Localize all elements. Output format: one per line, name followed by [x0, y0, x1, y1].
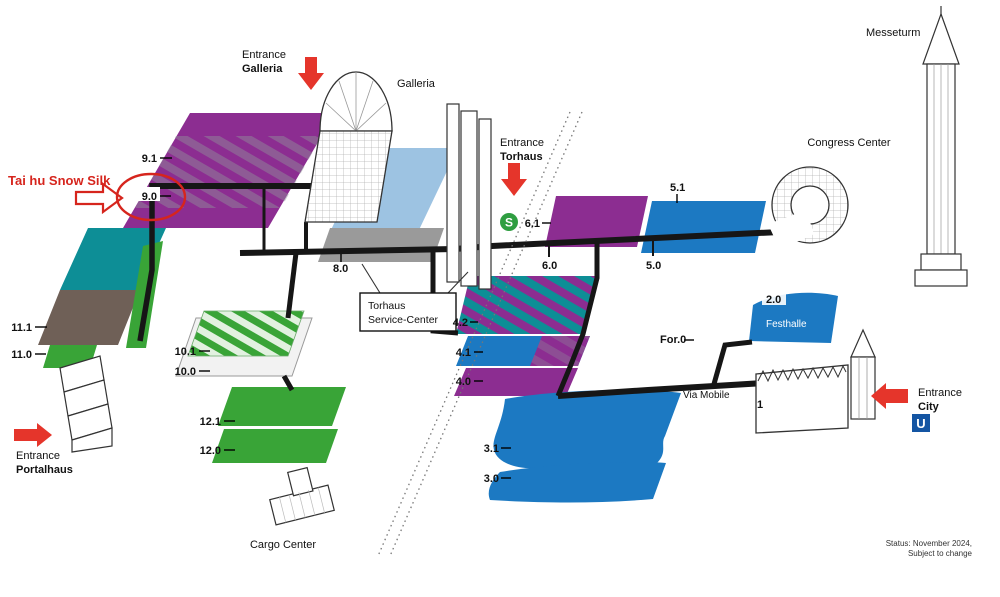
s-bahn-icon-letter: S [505, 216, 513, 230]
u-bahn-icon-letter: U [916, 416, 925, 431]
messeturm-building [914, 6, 968, 287]
galleria-label: Galleria [397, 78, 436, 90]
service-center-leader-left [361, 263, 381, 294]
exhibitor-annotation-text: Tai hu Snow Silk [8, 173, 111, 188]
hall-4-0-shape [454, 368, 578, 396]
annotation-arrow-icon [74, 181, 124, 215]
congress-center-building [768, 166, 849, 250]
hall-6-1-shape [545, 196, 648, 247]
entrance-torhaus-prefix: Entrance [500, 137, 544, 149]
hall-3-0-shape [488, 462, 666, 503]
hall-12-1-shape [218, 387, 346, 426]
portalhaus-building [59, 355, 113, 453]
hall-12-1-label: 12.1 [200, 416, 221, 428]
hall-1-building [755, 364, 849, 434]
entrance-portalhaus-arrow-icon [14, 423, 52, 447]
hall-9-hatch [135, 136, 322, 208]
hall-11-0-label: 11.0 [11, 349, 32, 361]
cargo-center-building [269, 466, 335, 526]
forum-label: For.0 [660, 334, 686, 346]
hall-5-0-label: 5.0 [646, 260, 661, 272]
cargo-center-label: Cargo Center [250, 539, 316, 551]
entrance-city-prefix: Entrance [918, 387, 962, 399]
entrance-city-name: City [918, 401, 940, 413]
hall-8-0-label: 8.0 [333, 263, 348, 275]
hall-1-label: 1 [757, 399, 763, 411]
festhalle-shape [749, 292, 838, 343]
label-backing-9-1 [134, 149, 160, 163]
messeturm-label: Messeturm [866, 27, 920, 39]
status-note-line1: Status: November 2024, [886, 539, 972, 548]
annotation-highlight-ellipse [115, 172, 187, 222]
entrance-galleria-name: Galleria [242, 63, 283, 75]
s-bahn-icon [500, 213, 518, 231]
entrance-torhaus-arrow-icon [501, 163, 527, 196]
hall-9-1-label: 9.1 [142, 153, 157, 165]
festhalle-label: Festhalle [766, 319, 807, 330]
service-center-leader-right [447, 271, 469, 294]
hall-5-1-shape [641, 201, 766, 253]
hall-3-1-shape [493, 389, 681, 469]
hall-6-0-label: 6.0 [542, 260, 557, 272]
via-mobile-label: Via Mobile [683, 390, 730, 401]
hall-12-0-label: 12.0 [200, 445, 221, 457]
hall-2-0-label: 2.0 [766, 294, 781, 306]
entrance-city-arrow-icon [871, 383, 908, 409]
hall-4-1-label: 4.1 [456, 347, 471, 359]
hall-3-1-label: 3.1 [484, 443, 499, 455]
label-backing-9-0 [134, 187, 160, 201]
hall-11-upper-shape [38, 290, 140, 345]
service-center-label-line2: Service-Center [368, 314, 439, 326]
hall-9-0-label: 9.0 [142, 191, 157, 203]
hall-5-1-label: 5.1 [670, 182, 685, 194]
hall-12-0-shape [212, 429, 338, 463]
hall-4-2-shape [456, 276, 596, 334]
hall-10-1-shape [187, 310, 305, 357]
hall-10-1-label: 10.1 [175, 346, 196, 358]
hall-8-slab [318, 228, 444, 262]
service-center-label-line1: Torhaus [368, 300, 405, 312]
city-tower-building [850, 328, 876, 420]
entrance-torhaus-name: Torhaus [500, 151, 543, 163]
torhaus-building [446, 103, 492, 290]
label-backing-2-0 [762, 293, 786, 305]
hall-11-1-label: 11.1 [11, 322, 32, 334]
entrance-galleria-arrow-icon [298, 57, 324, 90]
hall-4-0-label: 4.0 [456, 376, 471, 388]
u-bahn-icon [912, 414, 930, 432]
torhaus-service-center-box [359, 292, 457, 332]
railway-dotted-lines [377, 111, 583, 557]
label-ticks [35, 157, 694, 479]
status-note-line2: Subject to change [908, 549, 973, 558]
entrance-portalhaus-name: Portalhaus [16, 464, 73, 476]
congress-center-label: Congress Center [807, 137, 890, 149]
entrance-galleria-prefix: Entrance [242, 49, 286, 61]
hall-3-0-label: 3.0 [484, 473, 499, 485]
galleria-building [304, 71, 393, 223]
hall-6-1-label: 6.1 [525, 218, 540, 230]
hall-10-0-label: 10.0 [175, 366, 196, 378]
hall-4-2-label: 4.2 [453, 317, 468, 329]
entrance-portalhaus-prefix: Entrance [16, 450, 60, 462]
